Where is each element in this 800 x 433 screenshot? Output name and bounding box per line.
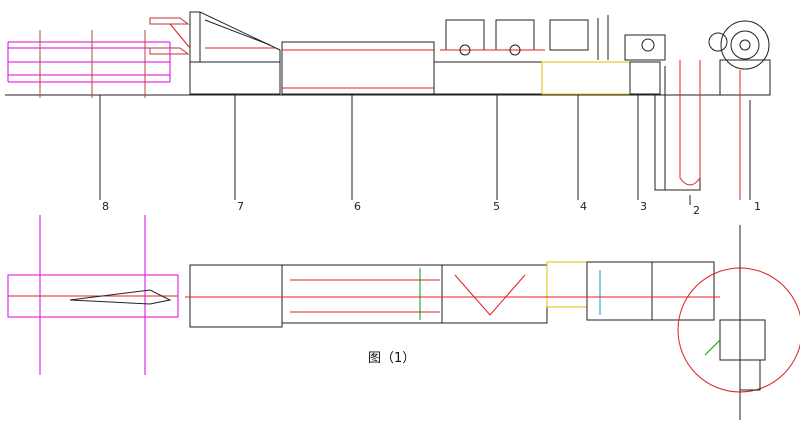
figure-caption: 图（1） (368, 351, 415, 366)
side-elevation (5, 11, 771, 205)
unit-6-table (281, 41, 435, 95)
label-7: 7 (237, 200, 244, 213)
label-1: 1 (754, 200, 761, 213)
unit-5-cutters (433, 19, 545, 95)
plan-unit-3 (586, 261, 653, 321)
label-3: 3 (640, 200, 647, 213)
unit-7-stacker (149, 11, 281, 95)
label-4: 4 (580, 200, 587, 213)
label-8: 8 (102, 200, 109, 213)
plan-stacker (189, 264, 283, 328)
label-5: 5 (493, 200, 500, 213)
unit-2-pit (654, 60, 701, 191)
plan-unit-4 (546, 261, 588, 308)
sheet-outline (69, 289, 172, 305)
unit-1-uncoiler (708, 20, 771, 200)
unit-3 (624, 34, 666, 95)
callout-labels: 8 7 6 5 4 3 2 1 (102, 200, 761, 217)
plan-loop (651, 261, 715, 321)
plan-uncoiler (677, 225, 800, 420)
plan-rack (7, 215, 179, 375)
label-6: 6 (354, 200, 361, 213)
plan-cutters (441, 264, 548, 324)
label-2: 2 (693, 204, 700, 217)
plan-table (281, 264, 443, 324)
unit-8-rack (7, 30, 171, 98)
plan-view (7, 215, 800, 420)
unit-4 (541, 15, 631, 95)
